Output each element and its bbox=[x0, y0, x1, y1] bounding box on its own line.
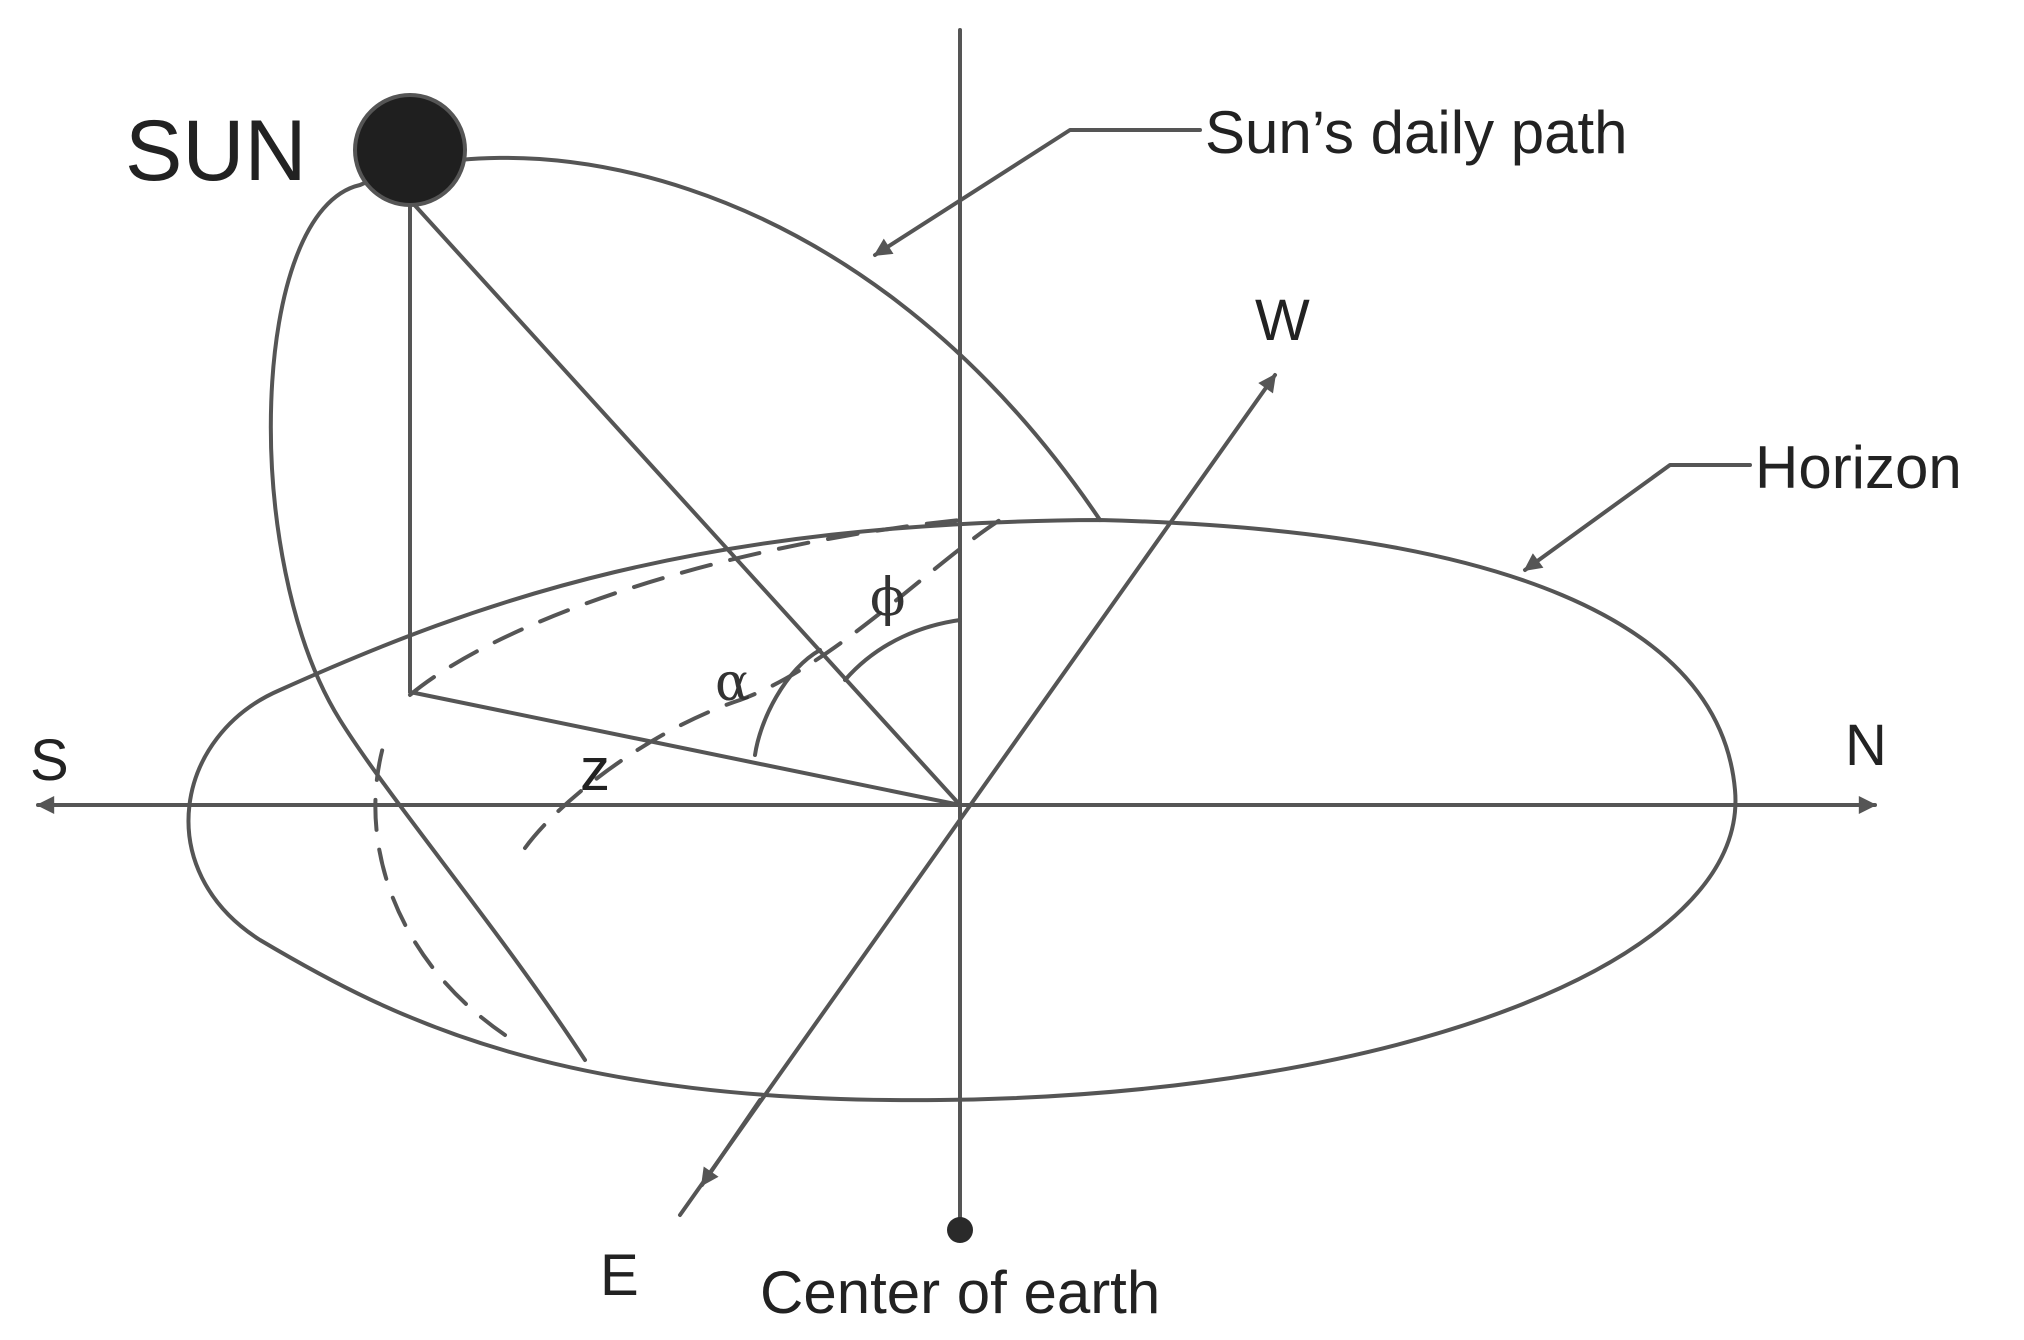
phi-angle-arc bbox=[843, 618, 962, 682]
horizon-label: Horizon bbox=[1755, 434, 1962, 501]
horizon-leader bbox=[1523, 463, 1752, 572]
sun-daily-path bbox=[268, 155, 1102, 1062]
sun-projection-line bbox=[408, 690, 962, 807]
sun-label: SUN bbox=[125, 103, 307, 199]
phi-label: ϕ bbox=[870, 568, 905, 628]
center-of-earth-label: Center of earth bbox=[760, 1259, 1160, 1326]
east-label: E bbox=[600, 1243, 639, 1308]
z-label: z bbox=[580, 736, 610, 803]
alpha-angle-arc bbox=[753, 648, 822, 757]
east-arrow bbox=[700, 1098, 762, 1187]
sun-icon bbox=[353, 93, 467, 207]
alpha-label: α bbox=[715, 653, 750, 713]
earth-center-dot bbox=[947, 1217, 973, 1243]
horizon-dashed-arc bbox=[523, 518, 1002, 850]
horizon-dashed-arc-back bbox=[408, 518, 962, 697]
south-label: S bbox=[30, 728, 69, 793]
sun-ray-line bbox=[408, 198, 962, 807]
sun-path-hidden bbox=[373, 738, 507, 1037]
west-label: W bbox=[1255, 288, 1310, 353]
sun-path-label: Sun’s daily path bbox=[1205, 99, 1628, 166]
west-east-axis bbox=[678, 373, 1277, 1217]
sun-path-leader bbox=[873, 128, 1202, 257]
north-label: N bbox=[1845, 713, 1887, 778]
